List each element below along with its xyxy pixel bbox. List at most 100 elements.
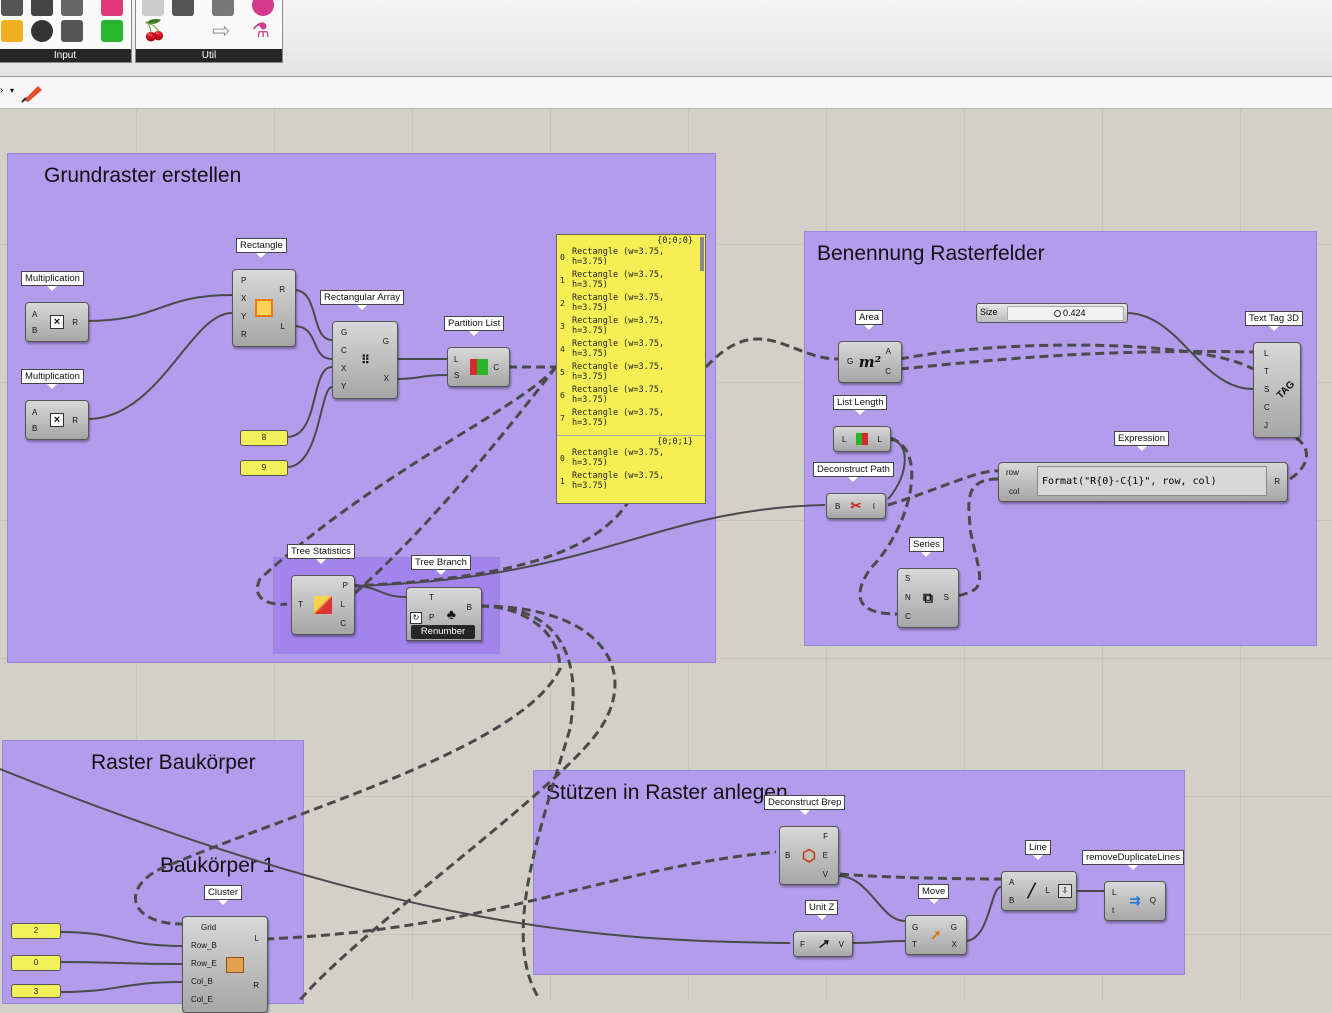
input-port[interactable]: G xyxy=(912,923,919,932)
output-port[interactable]: L xyxy=(1045,886,1050,895)
output-port[interactable]: V xyxy=(822,870,828,879)
input-port[interactable]: L xyxy=(1264,349,1269,358)
arrow-right-icon[interactable]: ⇨ xyxy=(212,18,231,43)
output-port[interactable]: L xyxy=(254,934,259,943)
slider-track[interactable]: 0.424 xyxy=(1007,306,1124,321)
series-component[interactable]: S N C S ⧉ xyxy=(897,568,959,628)
button-icon[interactable] xyxy=(31,20,53,42)
matrix-icon[interactable] xyxy=(101,20,123,42)
output-port[interactable]: R xyxy=(72,318,78,327)
rectangular-array-component[interactable]: G C X Y G X ⠿ xyxy=(332,321,398,399)
chevron-icon[interactable]: › xyxy=(0,85,4,96)
line-component[interactable]: A B L ╱ ⇩ xyxy=(1001,871,1077,911)
input-port[interactable]: S xyxy=(1264,385,1270,394)
area-component[interactable]: G A C m² xyxy=(838,341,902,383)
input-port[interactable]: B xyxy=(835,502,841,511)
multiplication-component[interactable]: A B R × xyxy=(25,400,89,440)
output-port[interactable]: X xyxy=(383,374,389,383)
multiplication-component[interactable]: A B R × xyxy=(25,302,89,342)
cherry-icon[interactable]: 🍒 xyxy=(142,20,167,42)
input-port[interactable]: L xyxy=(842,435,847,444)
plug-icon[interactable] xyxy=(142,0,164,16)
partition-list-component[interactable]: L S C xyxy=(447,347,510,387)
input-port[interactable]: A xyxy=(32,408,38,417)
slider-icon[interactable] xyxy=(1,20,23,42)
output-port[interactable]: S xyxy=(943,593,949,602)
number-param[interactable]: 2 xyxy=(11,923,61,939)
rectangle-component[interactable]: P X Y R R L xyxy=(232,269,296,347)
input-port[interactable]: t xyxy=(1112,906,1115,915)
deconstruct-brep-component[interactable]: B F E V ⬡ xyxy=(779,826,839,885)
input-port[interactable]: col xyxy=(1009,487,1020,496)
output-port[interactable]: F xyxy=(823,832,828,841)
tree-icon[interactable] xyxy=(172,0,194,16)
arrow-icon[interactable] xyxy=(212,0,234,16)
input-port[interactable]: R xyxy=(241,330,247,339)
input-port[interactable]: Grid xyxy=(201,923,217,932)
output-port[interactable]: R xyxy=(279,285,285,294)
flask-pink-icon[interactable] xyxy=(252,0,274,16)
remove-duplicate-lines-component[interactable]: L t Q ⇉ xyxy=(1104,881,1166,921)
output-port[interactable]: L xyxy=(340,600,345,609)
output-port[interactable]: C xyxy=(885,367,891,376)
input-port[interactable]: A xyxy=(1009,878,1015,887)
input-port[interactable]: G xyxy=(341,328,348,337)
input-port[interactable]: X xyxy=(241,294,247,303)
input-port[interactable]: N xyxy=(905,593,911,602)
expression-formula[interactable]: Format("R{0}-C{1}", row, col) xyxy=(1037,466,1267,496)
input-port[interactable]: X xyxy=(341,364,347,373)
flask-icon[interactable]: ⚗ xyxy=(252,20,270,42)
slider-grip[interactable] xyxy=(1054,310,1061,317)
output-port[interactable]: I xyxy=(872,502,875,511)
output-port[interactable]: E xyxy=(822,851,828,860)
toolbar-group-label[interactable]: Util xyxy=(136,49,282,62)
list-icon[interactable] xyxy=(61,20,83,42)
input-port[interactable]: C xyxy=(1264,403,1270,412)
input-port[interactable]: Row_E xyxy=(191,959,217,968)
input-port[interactable]: F xyxy=(800,940,805,949)
toggle-icon[interactable] xyxy=(1,0,23,16)
grasshopper-canvas[interactable]: Grundraster erstellen Benennung Rasterfe… xyxy=(0,109,1332,1013)
input-port[interactable]: B xyxy=(1009,896,1015,905)
input-port[interactable]: Y xyxy=(341,382,347,391)
output-port[interactable]: R xyxy=(253,981,259,990)
curve-icon[interactable] xyxy=(61,0,83,16)
input-port[interactable]: C xyxy=(341,346,347,355)
number-param[interactable]: 0 xyxy=(11,955,61,971)
input-port[interactable]: T xyxy=(1264,367,1269,376)
text-tag-3d-component[interactable]: L T S C J TAG xyxy=(1253,342,1301,438)
input-port[interactable]: Y xyxy=(241,312,247,321)
output-port[interactable]: X xyxy=(951,940,957,949)
input-port[interactable]: T xyxy=(298,600,303,609)
input-port[interactable]: Col_B xyxy=(191,977,213,986)
input-port[interactable]: G xyxy=(847,357,854,366)
input-port[interactable]: B xyxy=(785,851,791,860)
deconstruct-path-component[interactable]: B I ✂ xyxy=(826,493,886,519)
toolbar-group-label[interactable]: Input xyxy=(0,49,131,62)
output-port[interactable]: L xyxy=(877,435,882,444)
group-raster[interactable]: Raster Baukörper Baukörper 1 xyxy=(2,740,304,1004)
panel-scrollbar[interactable] xyxy=(700,237,704,271)
unit-z-component[interactable]: F V ↗ xyxy=(793,931,853,957)
output-port[interactable]: C xyxy=(493,363,499,372)
input-port[interactable]: T xyxy=(429,593,434,602)
input-port[interactable]: L xyxy=(454,355,459,364)
input-port[interactable]: L xyxy=(1112,888,1117,897)
tree-statistics-component[interactable]: T P L C xyxy=(291,575,355,635)
dropdown-arrow-icon[interactable]: ▾ xyxy=(10,86,15,95)
move-component[interactable]: G T G X ➚ xyxy=(905,915,967,955)
input-port[interactable]: P xyxy=(241,276,247,285)
output-port[interactable]: G xyxy=(382,337,389,346)
output-port[interactable]: R xyxy=(72,416,78,425)
sketch-pen-icon[interactable] xyxy=(20,82,48,104)
output-port[interactable]: R xyxy=(1274,477,1280,486)
input-port[interactable]: J xyxy=(1264,421,1268,430)
output-port[interactable]: C xyxy=(340,619,346,628)
number-slider[interactable]: Size 0.424 xyxy=(976,303,1128,323)
output-port[interactable]: Q xyxy=(1149,896,1156,905)
gradient-icon[interactable] xyxy=(101,0,123,16)
number-param[interactable]: 9 xyxy=(240,460,288,476)
input-port[interactable]: T xyxy=(912,940,917,949)
input-port[interactable]: C xyxy=(905,612,911,621)
